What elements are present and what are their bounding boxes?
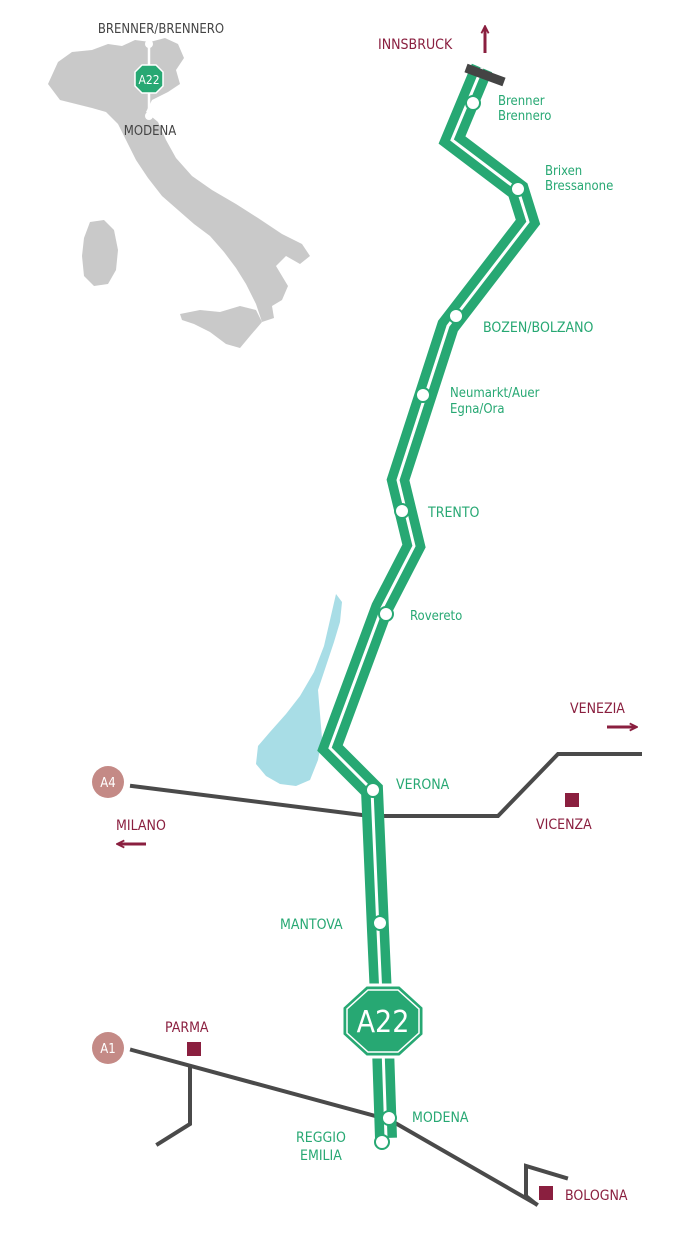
a22-route-band (317, 63, 541, 1139)
a22-shield-label: A22 (357, 1005, 410, 1040)
station-dot (510, 181, 526, 197)
station-label-brixen-it: Bressanone (545, 179, 613, 194)
a1-badge-icon (92, 1032, 124, 1064)
station-dot (372, 915, 388, 931)
motorway-badges: A4 A1 (92, 766, 124, 1064)
a1-road (129, 1047, 539, 1207)
inset-a22-label: A22 (138, 73, 159, 87)
station-dot (374, 1134, 390, 1150)
station-dots (365, 95, 526, 1150)
a22-shield: A22 (340, 983, 426, 1059)
bologna-spur-road (524, 1163, 569, 1207)
parma-spur-road (155, 1066, 192, 1147)
inset-a22-badge (134, 64, 164, 94)
station-label-verona: VERONA (396, 777, 450, 793)
station-dot (415, 387, 431, 403)
a4-west-road (129, 783, 373, 819)
bologna-label: BOLOGNA (565, 1188, 628, 1204)
parma-label: PARMA (165, 1020, 209, 1036)
station-label-modena: MODENA (412, 1110, 469, 1126)
a22-route (317, 63, 541, 1139)
station-label-neumarkt-it: Egna/Ora (450, 402, 505, 417)
a22-north-endcap (464, 63, 506, 87)
a4-east-road (368, 752, 642, 818)
station-label-bolzano: BOZEN/BOLZANO (483, 320, 594, 336)
station-dot (465, 95, 481, 111)
station-label-brixen-de: Brixen (545, 164, 582, 179)
a1-badge-label: A1 (100, 1042, 115, 1057)
direction-labels: INNSBRUCK VENEZIA MILANO (116, 27, 636, 844)
a4-badge-icon (92, 766, 124, 798)
a22-route-centerline (328, 67, 530, 1139)
italy-inset-map: A22 BRENNER/BRENNERO MODENA (48, 22, 310, 348)
lake-garda-shape (256, 594, 342, 786)
station-label-brenner-it: Brennero (498, 109, 551, 124)
inset-terminus-label: MODENA (124, 124, 176, 139)
inset-modena-dot (145, 112, 153, 120)
station-label-reggio-1: REGGIO (296, 1130, 346, 1146)
sicily-shape (180, 306, 262, 348)
milano-label: MILANO (116, 818, 166, 834)
station-dot (448, 308, 464, 324)
station-label-reggio-2: EMILIA (300, 1148, 342, 1164)
parma-marker-icon (187, 1042, 201, 1056)
station-label-neumarkt-de: Neumarkt/Auer (450, 386, 540, 401)
city-markers: VICENZA PARMA BOLOGNA (165, 793, 628, 1204)
station-dot (381, 1110, 397, 1126)
station-label-brenner-de: Brenner (498, 94, 545, 109)
station-label-mantova: MANTOVA (280, 917, 343, 933)
innsbruck-label: INNSBRUCK (378, 37, 453, 53)
bologna-marker-icon (539, 1186, 553, 1200)
station-dot (378, 606, 394, 622)
a4-badge-label: A4 (100, 776, 115, 791)
station-label-trento: TRENTO (427, 505, 480, 521)
station-dot (365, 782, 381, 798)
vicenza-marker-icon (565, 793, 579, 807)
station-dot (394, 503, 410, 519)
sardinia-shape (82, 220, 118, 286)
italy-mainland-shape (48, 38, 310, 322)
station-labels: Brenner Brennero Brixen Bressanone BOZEN… (280, 94, 613, 1164)
vicenza-label: VICENZA (536, 817, 592, 833)
inset-origin-label: BRENNER/BRENNERO (98, 22, 224, 37)
venezia-label: VENEZIA (570, 701, 625, 717)
inset-brenner-dot (145, 40, 153, 48)
station-label-rovereto: Rovereto (410, 609, 462, 624)
